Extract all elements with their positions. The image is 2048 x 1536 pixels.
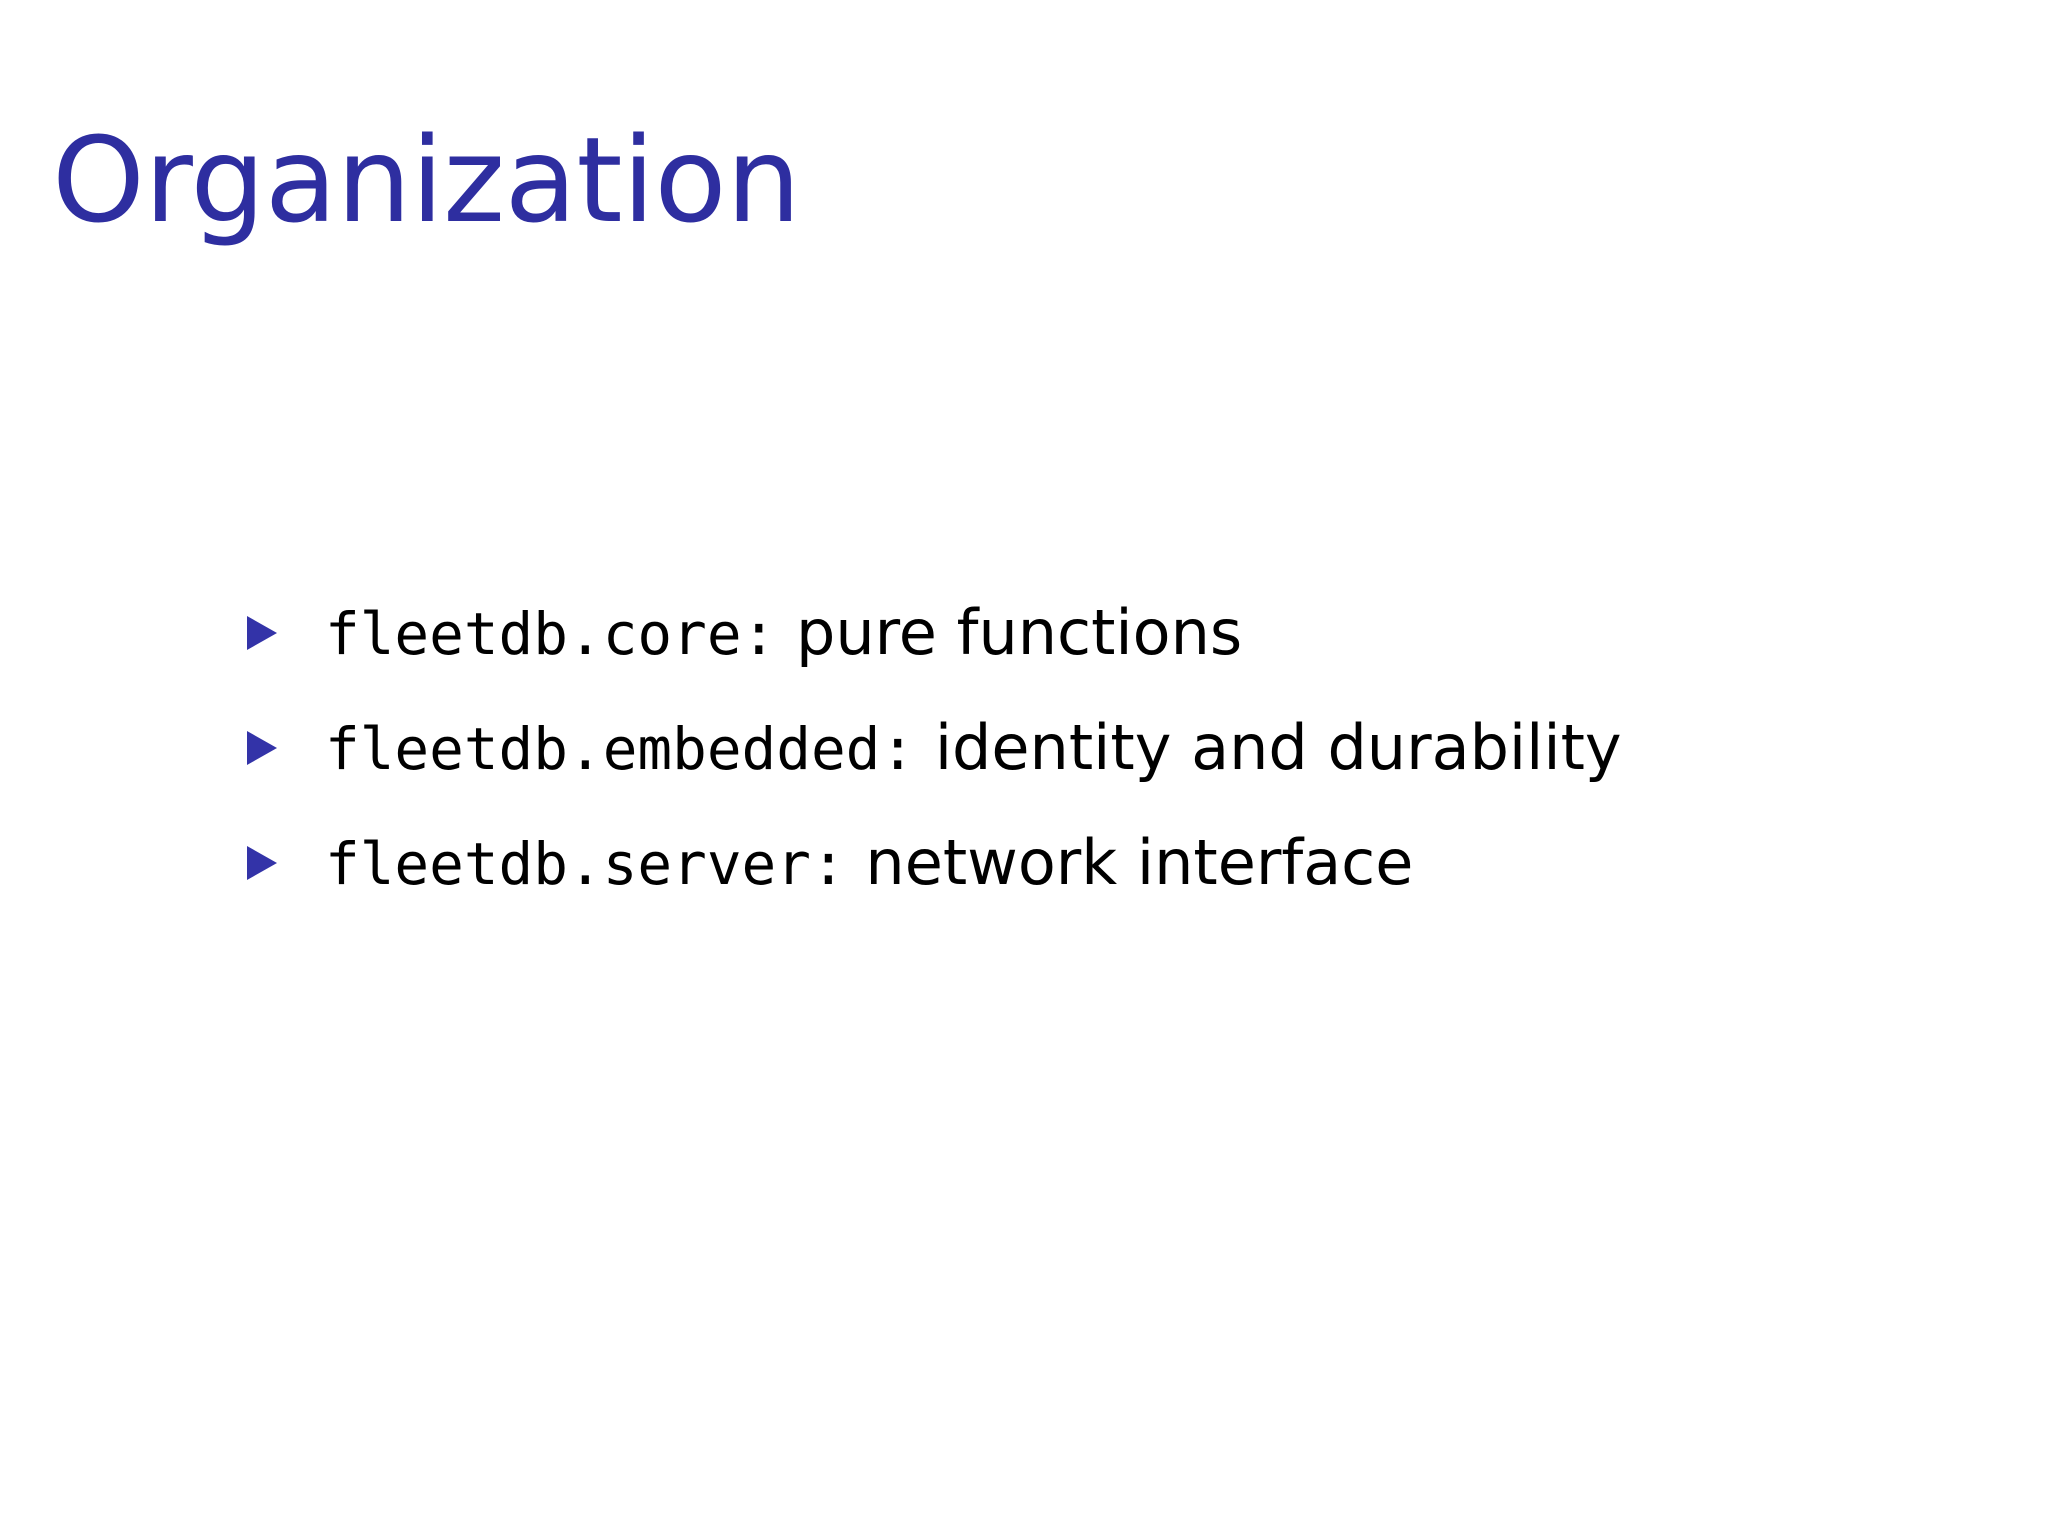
- slide-body: fleetdb.core: pure functions fleetdb.emb…: [247, 599, 1967, 898]
- bullet-list: fleetdb.core: pure functions fleetdb.emb…: [247, 599, 1967, 898]
- list-item-description: pure functions: [776, 596, 1242, 669]
- list-item: fleetdb.server: network interface: [247, 829, 1967, 898]
- list-item-description: network interface: [846, 825, 1414, 899]
- list-item-code: fleetdb.embedded:: [325, 714, 916, 783]
- list-item-description-text: identity and durability: [934, 710, 1622, 784]
- list-item-code: fleetdb.core:: [325, 600, 777, 668]
- page-title: Organization: [52, 111, 801, 250]
- list-item: fleetdb.embedded: identity and durabilit…: [247, 714, 1967, 783]
- list-item-description: identity and durability: [915, 711, 1622, 784]
- triangle-right-icon: [247, 616, 277, 651]
- list-item: fleetdb.core: pure functions: [247, 599, 1967, 668]
- triangle-right-icon: [247, 846, 277, 881]
- list-item-code: fleetdb.server:: [325, 829, 846, 898]
- triangle-right-icon: [247, 731, 277, 766]
- list-item-description-text: pure functions: [795, 596, 1243, 669]
- list-item-description-text: network interface: [865, 825, 1414, 899]
